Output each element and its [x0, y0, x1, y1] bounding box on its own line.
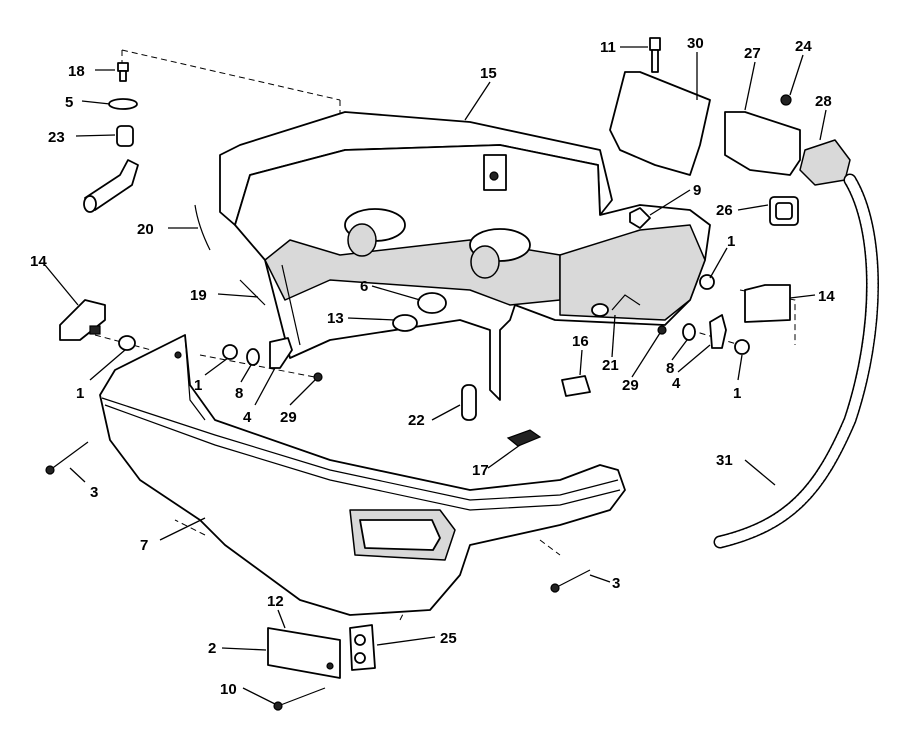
callout-22: 22 — [408, 412, 425, 429]
small-parts — [45, 37, 879, 711]
callout-4-right: 4 — [672, 375, 681, 392]
callout-12: 12 — [267, 593, 284, 610]
callout-18: 18 — [68, 63, 85, 80]
callout-31: 31 — [716, 452, 733, 469]
callout-29-left: 29 — [280, 409, 297, 426]
callout-1-right-b: 1 — [727, 233, 735, 250]
callout-25: 25 — [440, 630, 457, 647]
callout-8-right: 8 — [666, 360, 674, 377]
callout-11: 11 — [600, 39, 616, 56]
callout-10: 10 — [220, 681, 237, 698]
callout-7: 7 — [140, 537, 148, 554]
callout-20: 20 — [137, 221, 154, 238]
leader-lines — [44, 46, 827, 705]
callout-26: 26 — [716, 202, 733, 219]
callout-1-right-a: 1 — [733, 385, 741, 402]
callout-23: 23 — [48, 129, 65, 146]
callout-3-right: 3 — [612, 575, 620, 592]
callout-29-right: 29 — [622, 377, 639, 394]
callout-4-left: 4 — [243, 409, 252, 426]
callout-5: 5 — [65, 94, 73, 111]
callout-30: 30 — [687, 35, 704, 52]
callout-17: 17 — [472, 462, 489, 479]
upper-cowl — [219, 111, 711, 401]
callout-19: 19 — [190, 287, 207, 304]
callout-1-left-b: 1 — [194, 377, 202, 394]
callout-21: 21 — [602, 357, 619, 374]
callout-15: 15 — [480, 65, 497, 82]
callout-labels: 18 5 23 20 14 19 1 1 8 4 29 3 7 15 6 13 … — [30, 35, 835, 698]
lower-motor-cover — [99, 334, 626, 616]
callout-28: 28 — [815, 93, 832, 110]
callout-3-left: 3 — [90, 484, 98, 501]
callout-8-left: 8 — [235, 385, 243, 402]
callout-9: 9 — [693, 182, 701, 199]
callout-13: 13 — [327, 310, 344, 327]
callout-6: 6 — [360, 278, 368, 295]
callout-24: 24 — [795, 38, 812, 55]
callout-27: 27 — [744, 45, 761, 62]
callout-14-left: 14 — [30, 253, 47, 270]
callout-16: 16 — [572, 333, 589, 350]
callout-2: 2 — [208, 640, 216, 657]
callout-14-right: 14 — [818, 288, 835, 305]
callout-1-left-a: 1 — [76, 385, 84, 402]
